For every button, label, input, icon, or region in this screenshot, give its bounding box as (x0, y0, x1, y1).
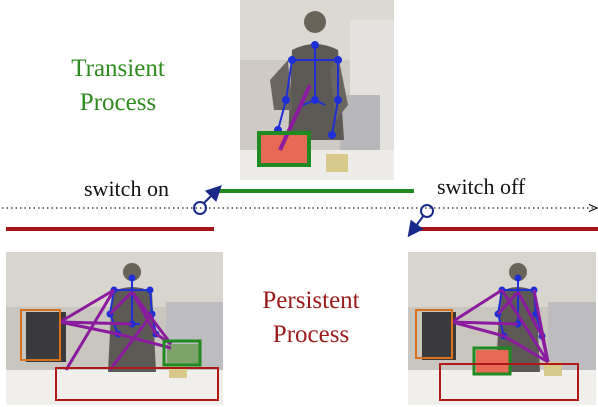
switch-off-node (420, 204, 434, 218)
switch-off-arrow-icon (407, 214, 425, 238)
transient-scene-image (240, 0, 394, 180)
transient-label-line2: Process (79, 89, 157, 116)
switch-on-label: switch on (84, 176, 169, 201)
persistent-scene-image-left (6, 252, 223, 405)
switch-on-arrow-icon (202, 185, 222, 205)
switch-on-node (193, 201, 207, 215)
persistent-process-label: Persistent Process (246, 284, 376, 352)
persistent-label-line1: Persistent (262, 287, 360, 314)
persistent-label-line2: Process (272, 321, 350, 348)
switch-off-label: switch off (437, 174, 526, 199)
persistent-scene-image-right (408, 252, 596, 405)
transient-label-line1: Transient (71, 55, 165, 82)
transient-process-label: Transient Process (58, 52, 178, 120)
